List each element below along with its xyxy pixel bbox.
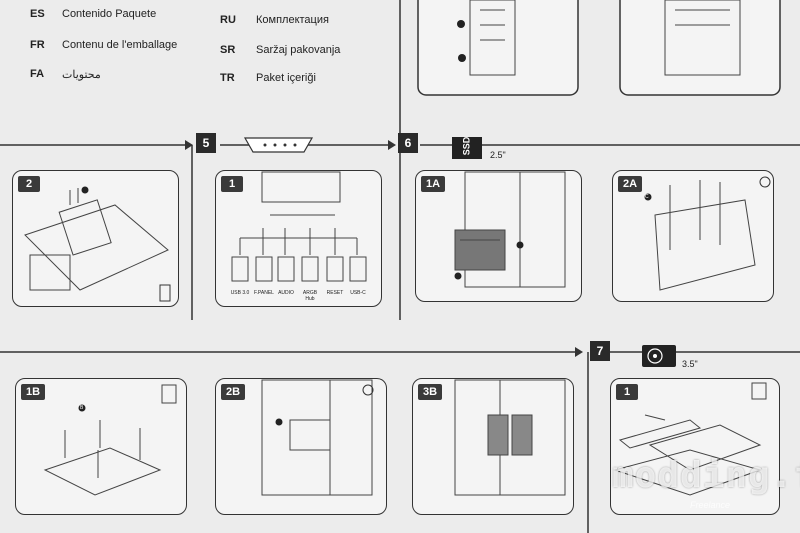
panel-1-badge: 1 [221,176,243,192]
connector-argb-hub: ARGB Hub [302,290,318,302]
panel-ssd-screws [612,170,774,302]
panel-ssd-insert [215,378,387,515]
panel-hdd-1-badge: 1 [616,384,638,400]
ssd-size-label: 2.5" [490,150,506,160]
watermark-main: modding.fr [612,455,800,496]
panel-1b-badge: 1B [21,384,45,400]
lang-label-sr: Saržaj pakovanja [256,44,341,56]
lang-code-es: ES [30,8,45,20]
panel-gpu-install [12,170,179,307]
step-7-badge: 7 [590,341,610,361]
panel-2b-badge: 2B [221,384,245,400]
panel-hdd-install [610,378,780,515]
ssd-icon [452,137,482,159]
connector-usb3: USB 3.0 [230,290,250,296]
lang-label-fr: Contenu de l'emballage [62,39,178,51]
callout-c-top: C [645,194,649,200]
panel-2-badge: 2 [18,176,40,192]
watermark-sub: Freelance [690,500,731,510]
connector-fpanel: F.PANEL [254,290,274,296]
lang-code-ru: RU [220,14,236,26]
step-5-badge: 5 [196,133,216,153]
connector-audio: AUDIO [278,290,294,296]
hdd-size-label: 3.5" [682,359,698,369]
lang-label-fa: محتویات [62,69,101,81]
panel-1a-badge: 1A [421,176,445,192]
lang-code-fr: FR [30,39,45,51]
lang-label-ru: Комплектация [256,14,329,26]
lang-code-sr: SR [220,44,236,56]
step-6-badge: 6 [398,133,418,153]
lang-code-tr: TR [220,72,235,84]
lang-label-tr: Paket içeriği [256,72,316,84]
connector-usbc: USB-C [350,290,366,296]
lang-label-es: Contenido Paquete [62,8,157,20]
callout-b: B [80,405,84,411]
panel-3b-badge: 3B [418,384,442,400]
panel-2a-badge: 2A [618,176,642,192]
lang-code-fa: FA [30,68,45,80]
connector-reset: RESET [326,290,344,296]
